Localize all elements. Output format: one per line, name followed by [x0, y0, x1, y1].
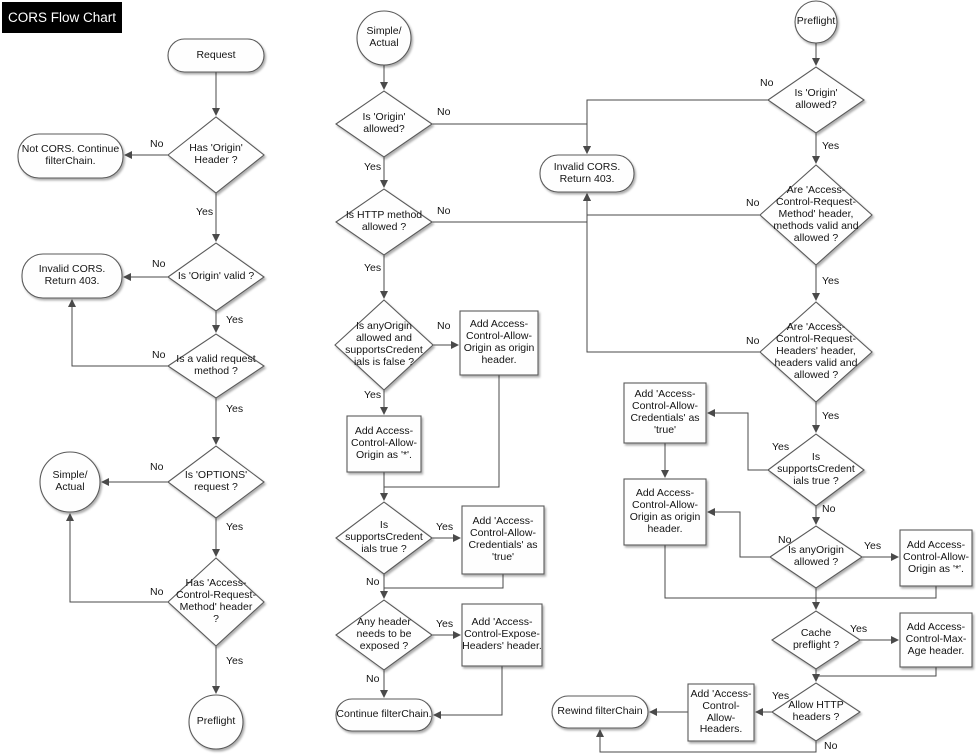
- shape-add-origin-star-mid-process: [346, 415, 422, 473]
- flow-edge: [583, 99, 768, 154]
- shape-supports-cred-right-decision: [767, 433, 865, 507]
- shape-add-origin-header-right-process: [623, 478, 707, 546]
- shape-is-origin-allowed-right-decision: [767, 66, 865, 134]
- shape-any-header-exposed-decision: [335, 599, 433, 671]
- shape-layer: [17, 0, 973, 750]
- flow-edge: [816, 586, 937, 599]
- flow-edge: [596, 729, 817, 753]
- shape-cache-preflight-decision: [771, 610, 861, 670]
- edge-label-yes: Yes: [226, 314, 244, 326]
- shape-preflight-left-connector: [188, 694, 244, 750]
- shape-invalid-cors-left-terminator: [21, 253, 123, 299]
- flow-edge: [816, 667, 937, 677]
- flow-edge: [432, 193, 591, 223]
- edge-label-no: No: [437, 320, 451, 332]
- flow-edge: [433, 666, 503, 719]
- shape-acr-method-valid-decision: [759, 164, 873, 266]
- shape-is-valid-method-decision: [167, 333, 265, 399]
- edge-label-yes: Yes: [226, 655, 244, 667]
- shape-any-origin-supports-cred-decision: [334, 299, 434, 391]
- edge-label-yes: Yes: [226, 403, 244, 415]
- edge-label-yes: Yes: [864, 540, 882, 552]
- chart-title: CORS Flow Chart: [2, 2, 122, 33]
- edge-label-yes: Yes: [822, 275, 840, 287]
- flow-edge: [384, 375, 500, 488]
- edge-label-yes: Yes: [364, 161, 382, 173]
- edge-label-yes: Yes: [850, 623, 868, 635]
- edge-label-no: No: [366, 576, 380, 588]
- edge-label-no: No: [824, 740, 838, 752]
- shape-request-terminator: [167, 38, 265, 73]
- edge-label-yes: Yes: [436, 521, 454, 533]
- shape-allow-http-headers-decision: [771, 682, 861, 742]
- connector-layer: [66, 43, 937, 753]
- shape-add-allow-headers-process: [687, 683, 755, 742]
- edge-label-no: No: [150, 138, 164, 150]
- edge-label-yes: Yes: [196, 206, 214, 218]
- shape-is-origin-valid-decision: [167, 242, 265, 312]
- edge-label-yes: Yes: [364, 262, 382, 274]
- edge-label-no: No: [437, 106, 451, 118]
- shape-add-credentials-mid-process: [461, 505, 545, 575]
- flow-edge: [707, 508, 770, 558]
- edge-label-no: No: [746, 197, 760, 209]
- shape-add-origin-header-mid-process: [459, 310, 539, 376]
- shape-has-origin-header-decision: [167, 116, 265, 194]
- shape-add-origin-star-right-process: [899, 529, 973, 587]
- edge-label-yes: Yes: [436, 618, 454, 630]
- flow-edge: [583, 193, 760, 216]
- flow-edge: [384, 574, 504, 589]
- flow-edge: [66, 513, 168, 603]
- flow-edge: [586, 215, 760, 353]
- edge-label-yes: Yes: [226, 521, 244, 533]
- shape-supports-cred-mid-decision: [335, 501, 433, 575]
- shape-add-max-age-process: [899, 612, 973, 668]
- edge-label-yes: Yes: [822, 140, 840, 152]
- edge-label-no: No: [366, 673, 380, 685]
- shape-not-cors-terminator: [17, 133, 124, 179]
- edge-label-yes: Yes: [772, 690, 790, 702]
- edge-label-no: No: [746, 335, 760, 347]
- edge-label-yes: Yes: [822, 410, 840, 422]
- edge-label-no: No: [150, 586, 164, 598]
- shape-has-acrm-header-decision: [167, 557, 265, 647]
- shape-rewind-filterchain-terminator: [551, 695, 649, 729]
- shape-simple-actual-mid-connector: [356, 10, 412, 66]
- shape-is-origin-allowed-mid-decision: [335, 90, 433, 158]
- shape-add-credentials-right-process: [623, 382, 707, 444]
- shape-add-expose-headers-process: [461, 603, 543, 667]
- edge-label-no: No: [152, 258, 166, 270]
- shape-is-options-request-decision: [167, 445, 265, 519]
- flow-edge: [432, 123, 591, 154]
- edge-label-yes: Yes: [364, 389, 382, 401]
- flow-edge: [664, 545, 816, 599]
- shape-continue-filterchain-terminator: [335, 698, 433, 732]
- edge-label-no: No: [760, 77, 774, 89]
- flow-edge: [707, 409, 768, 471]
- edge-label-no: No: [437, 205, 451, 217]
- shape-acr-headers-valid-decision: [759, 301, 873, 403]
- shape-is-http-method-allowed-decision: [335, 188, 433, 256]
- edge-label-no: No: [778, 534, 792, 546]
- edge-label-no: No: [822, 503, 836, 515]
- edge-label-yes: Yes: [772, 441, 790, 453]
- shape-invalid-cors-mid-terminator: [539, 154, 635, 193]
- edge-label-no: No: [150, 461, 164, 473]
- flow-edge: [68, 299, 168, 367]
- shape-preflight-right-connector: [794, 0, 838, 44]
- shape-simple-actual-left-connector: [39, 451, 101, 513]
- edge-label-no: No: [152, 349, 166, 361]
- shape-is-any-origin-allowed-decision: [769, 525, 863, 589]
